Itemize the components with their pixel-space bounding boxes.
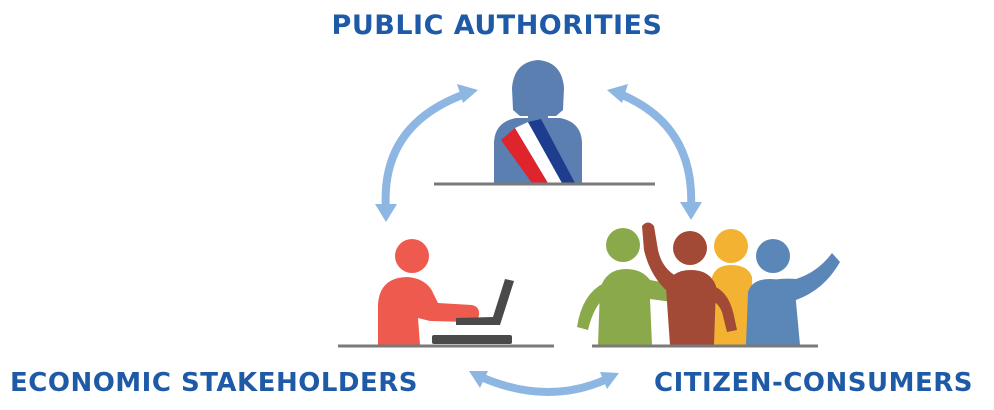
group-of-people-icon	[577, 222, 840, 348]
arrow-stakeholders-citizens	[469, 371, 619, 396]
mayor-with-tricolor-sash-icon	[434, 60, 655, 186]
citizen-consumers-label: CITIZEN-CONSUMERS	[654, 368, 973, 398]
person-at-laptop-icon	[338, 239, 554, 348]
economic-stakeholders-label: ECONOMIC STAKEHOLDERS	[10, 368, 418, 398]
public-authorities-label: PUBLIC AUTHORITIES	[331, 10, 663, 41]
arrow-authorities-citizens	[607, 84, 702, 220]
arrow-authorities-stakeholders	[375, 84, 478, 222]
